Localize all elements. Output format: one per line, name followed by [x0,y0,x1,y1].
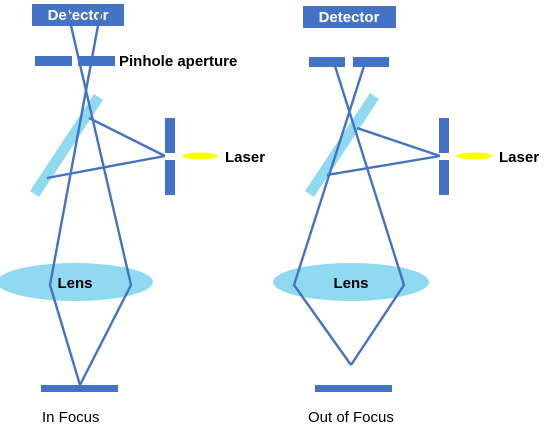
laser-ray-lower [326,154,441,177]
beam-paths [292,65,441,366]
laser-label: Laser [499,149,539,166]
lens [0,263,153,301]
caption-in-focus: In Focus [42,409,100,426]
dichroic-mirror [305,93,379,197]
caption-out-of-focus: Out of Focus [308,409,394,426]
laser-ray-lower [46,154,166,180]
focused-ray-left [48,3,104,386]
laser-block-bottom [165,160,175,195]
panel-out-of-focus: Detector Laser Lens Out of Focus [273,6,539,426]
laser-beam-spot [182,152,218,160]
laser-ray-upper [356,126,441,158]
beam-paths [46,3,166,386]
panel-in-focus: Detector Pinhole aperture Laser Lens In … [0,3,265,426]
pinhole-plate-right [353,57,389,67]
defocused-ray-left [292,65,366,366]
laser-ray-upper [88,116,166,158]
pinhole-label: Pinhole aperture [119,53,237,70]
laser-block-top [165,118,175,153]
detector-label: Detector [48,7,109,24]
laser-block-bottom [439,160,449,195]
lens-label: Lens [57,275,92,292]
dichroic-mirror [30,94,103,197]
sample-plate [315,385,392,392]
sample-plate [41,385,118,392]
laser-label: Laser [225,149,265,166]
pinhole-plate-left [35,56,72,66]
lens-label: Lens [333,275,368,292]
laser-beam-spot [456,152,492,160]
lens [273,263,429,301]
pinhole-plate-right [78,56,115,66]
laser-block-top [439,118,449,153]
pinhole-plate-left [309,57,345,67]
detector-label: Detector [319,9,380,26]
defocused-ray-right [333,65,406,366]
focused-ray-right [64,3,133,386]
detector-box [303,6,396,28]
